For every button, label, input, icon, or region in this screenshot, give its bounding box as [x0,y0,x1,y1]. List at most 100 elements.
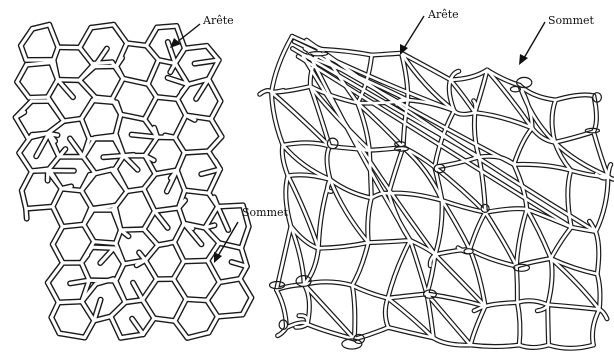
strut-core [48,283,59,303]
strut-core [211,119,222,137]
strut-core [145,97,157,119]
strut-core [555,132,594,143]
strut-core [93,100,117,102]
strut-core [218,315,243,317]
strut-core [548,305,549,345]
strut-core [517,266,518,302]
strut-core [121,229,144,230]
strut-core [144,211,155,229]
strut-core [94,242,116,244]
strut-core [103,156,123,158]
strut-core [207,282,219,300]
label-arete-right-text: Arête [427,8,459,21]
strut-core [17,82,29,98]
strut-core [175,115,186,137]
strut-core [114,25,127,44]
strut-core [240,279,251,298]
strut-core [352,285,388,298]
strut-core [470,212,486,249]
strut-core [175,299,186,321]
strut-core [599,310,607,319]
strut-core [148,60,159,84]
strut-core [186,299,207,300]
label-sommet-right-text: Sommet [548,14,595,27]
strut-core [209,79,221,101]
strut-core [111,302,125,316]
strut-core [218,205,243,206]
arrow-arete-right [404,16,424,48]
strut-core [62,186,72,188]
strut-core [551,227,571,258]
strut-core [143,318,154,334]
label-arete-left-text: Arête [202,14,234,27]
strut-core [81,100,92,118]
arrow-sommet-right [524,22,545,58]
strut-core [112,79,123,99]
strut-core [58,80,80,81]
strut-core [63,225,84,227]
irregular-foam-structure [260,36,614,349]
strut-core [48,121,64,133]
strut-core [218,207,228,230]
strut-core [59,302,82,303]
strut-core [175,321,188,338]
label-arete-right: Arête [400,8,459,55]
strut-core [277,226,291,290]
strut-core [208,261,220,283]
strut-core [95,62,113,63]
strut-core [184,261,208,262]
strut-core [124,155,134,156]
strut-core [80,80,96,97]
strut-core [49,101,63,121]
strut-core [146,46,158,60]
strut-core [207,300,218,316]
label-sommet-right: Sommet [519,14,595,65]
strut-core [155,211,168,228]
strut-core [143,279,157,300]
strut-core [354,327,388,339]
strut-core [174,223,184,242]
strut-core [16,117,28,138]
strut-core [143,300,155,318]
strut-core [29,97,48,98]
strut-core [82,302,94,321]
ordered-foam-structure [16,25,252,338]
label-sommet-left-text: Sommet [242,206,289,219]
strut-core [19,153,31,171]
strut-core [208,137,221,152]
strut-core [22,171,32,190]
strut-core [144,229,158,245]
strut-core [80,28,91,48]
strut-core [21,29,33,46]
label-sommet-left: Sommet [214,206,289,263]
strut-core [173,279,186,299]
strut-core [184,151,208,153]
strut-core [132,319,143,335]
strut-core [158,244,168,246]
strut-core [205,228,219,243]
strut-core [146,28,157,46]
strut-core [83,157,95,174]
strut-core [173,261,183,279]
strut-core [92,247,114,248]
strut-core [157,97,178,99]
strut-core [54,47,59,60]
strut-core [84,225,94,242]
strut-core [95,97,112,99]
arrowhead-sommet-left [214,252,222,263]
strut-core [144,174,156,189]
strut-core [81,191,92,210]
strut-core [48,263,63,283]
strut-core [111,316,121,337]
strut-core [157,26,177,28]
strut-core [145,245,158,260]
right-struts-inner [260,36,614,348]
strut-core [48,80,58,97]
strut-core [53,244,63,263]
strut-core [389,147,404,193]
strut-core [26,209,27,219]
strut-core [145,137,157,155]
strut-core [145,260,156,279]
strut-core [144,189,155,211]
